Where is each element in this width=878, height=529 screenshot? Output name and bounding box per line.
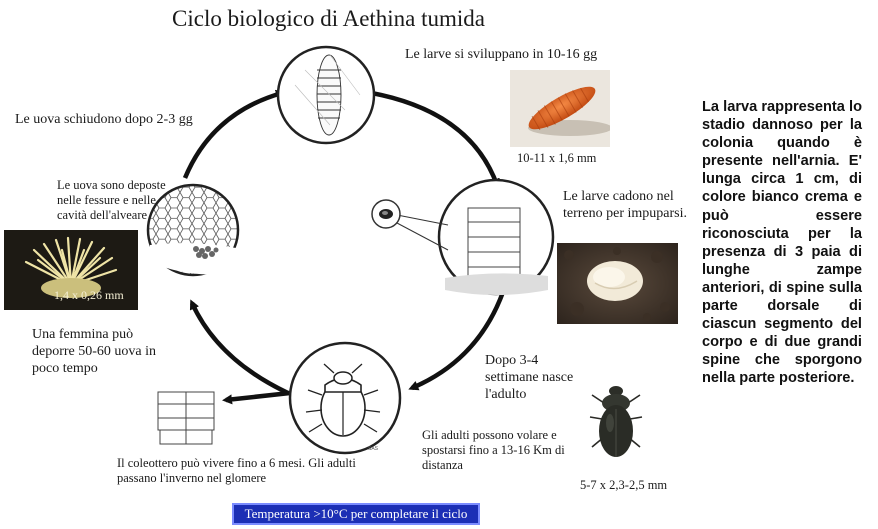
pupa-in-soil-image <box>557 243 678 324</box>
larva-description: La larva rappresenta lo stadio dannoso p… <box>702 99 862 387</box>
small-hive-icon <box>157 391 215 445</box>
label-eggs-laid: Le uova sono deposte nelle fessure e nel… <box>57 178 166 222</box>
label-larva-size: 10-11 x 1,6 mm <box>517 151 597 165</box>
cycle-arrows <box>182 89 506 405</box>
label-larvae-develop: Le larve si sviluppano in 10-16 gg <box>405 47 598 62</box>
larva-stage-circle <box>276 45 376 145</box>
adult-stage-circle: SAS <box>288 341 402 455</box>
label-beetle-lifespan: Il coleottero può vivere fino a 6 mesi. … <box>117 456 356 485</box>
arrow-adult-to-hive-left <box>222 390 291 405</box>
label-female-eggs: Una femmina può deporre 50-60 uova in po… <box>32 327 157 376</box>
egg-cluster-image <box>4 230 138 310</box>
svg-text:SAS: SAS <box>368 446 379 452</box>
arrow-hive-to-adult <box>408 291 506 391</box>
temperature-banner: Temperatura >10°C per completare il cicl… <box>232 503 480 525</box>
label-larvae-fall: Le larve cadono nel terreno per impupars… <box>563 189 688 221</box>
label-egg-size: 1,4 x 0,26 mm <box>54 288 124 302</box>
label-adult-size: 5-7 x 2,3-2,5 mm <box>580 478 668 492</box>
adult-beetle-image <box>586 377 646 467</box>
arrow-larva-to-hive <box>365 89 500 189</box>
label-adult-emerges: Dopo 3-4 settimane nasce l'adulto <box>485 353 574 402</box>
eggs-stage-circle <box>146 183 240 277</box>
arrow-eggs-to-larva <box>182 89 286 179</box>
larva-photo <box>510 70 610 147</box>
orange-larva-image <box>510 70 610 147</box>
pupa-photo <box>557 243 678 324</box>
label-eggs-hatch: Le uova schiudono dopo 2-3 gg <box>15 112 193 127</box>
adult-photo <box>586 377 646 467</box>
arrow-adult-to-eggs <box>189 299 289 396</box>
hive-stage-circle <box>371 178 555 296</box>
diagram-title: Ciclo biologico di Aethina tumida <box>172 6 486 31</box>
label-adults-fly: Gli adulti possono volare e spostarsi fi… <box>422 428 565 472</box>
eggs-photo <box>4 230 138 310</box>
